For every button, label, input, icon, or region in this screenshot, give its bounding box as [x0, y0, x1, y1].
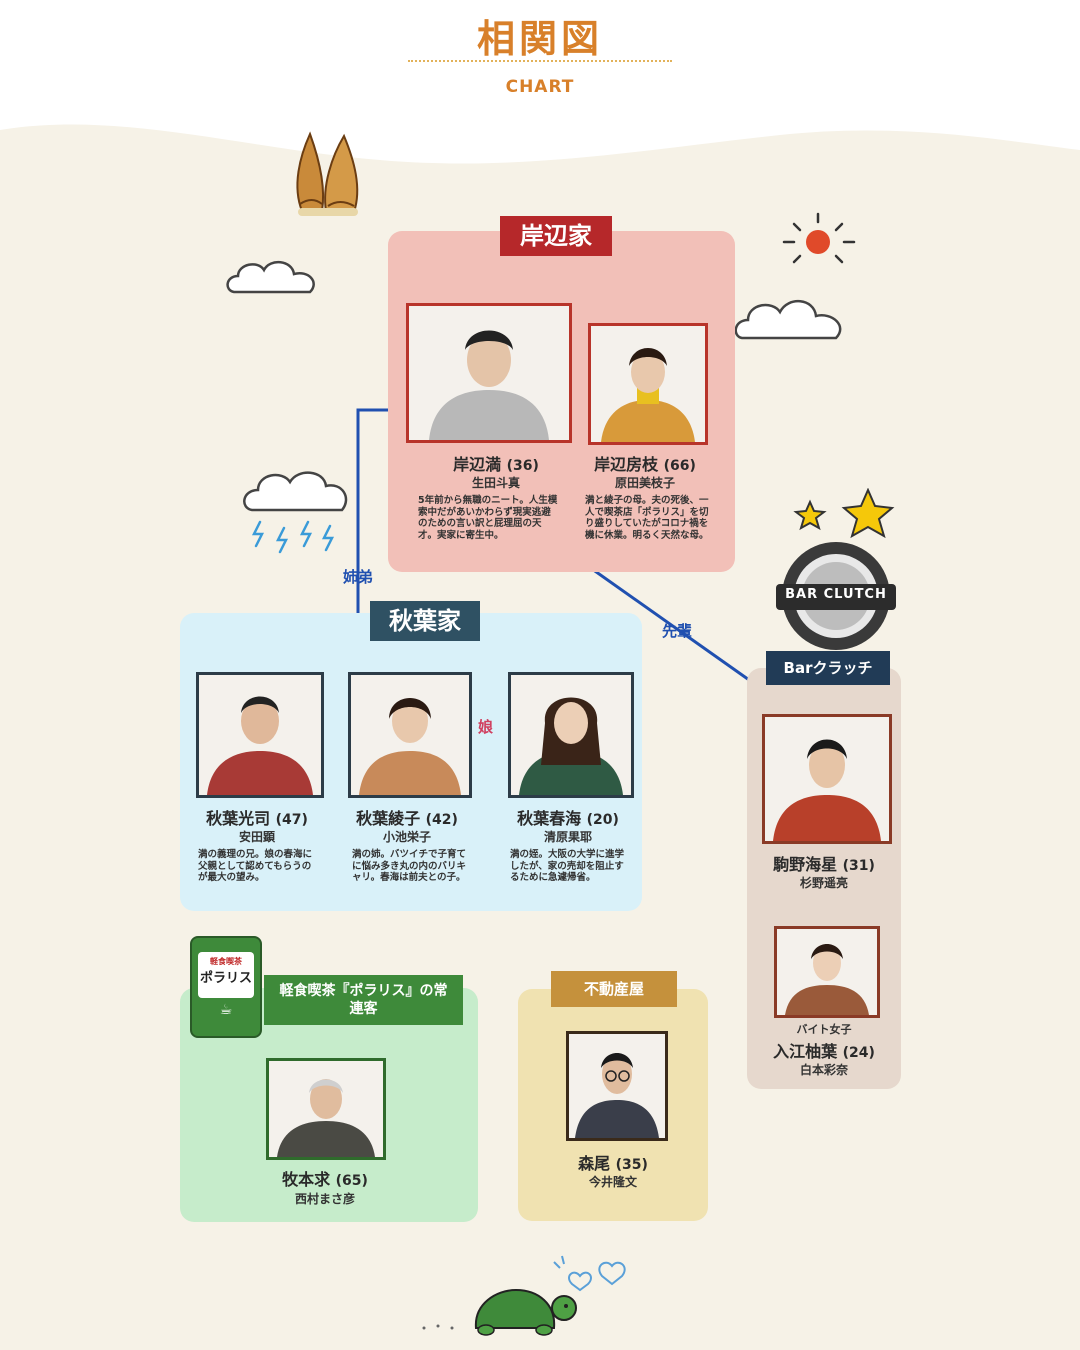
- fusae-photo: [588, 323, 708, 445]
- polaris-regulars-label: 軽食喫茶『ポラリス』の常連客: [264, 975, 463, 1025]
- ayako-photo: [348, 672, 472, 798]
- koji-age: (47): [275, 812, 308, 828]
- irie-actor: 白本彩奈: [799, 1063, 848, 1077]
- polaris-sign-main: ポラリス: [199, 971, 252, 986]
- mitsuru-name: 岸辺満 (36): [406, 451, 586, 475]
- morio-photo: [566, 1031, 668, 1141]
- makimoto-photo: [266, 1058, 386, 1160]
- harumi-description: 満の姪。大阪の大学に進学したが、家の売却を阻止するために急遽帰省。: [510, 849, 625, 883]
- makimoto-name: 牧本求 (65): [250, 1166, 400, 1190]
- mitsuru-age: (36): [506, 458, 539, 474]
- makimoto-age: (65): [335, 1173, 368, 1189]
- ayako-name: 秋葉綾子 (42): [337, 805, 477, 829]
- bamboo-shoot-icon: [296, 131, 359, 216]
- akiba-family-label: 秋葉家: [370, 601, 480, 641]
- koji-portrait-icon: [199, 675, 321, 795]
- polaris-regulars-label-text: 軽食喫茶『ポラリス』の常連客: [279, 983, 448, 1017]
- relation-daughter: 娘: [478, 718, 494, 736]
- ayako-description: 満の姉。バツイチで子育てに悩み多き丸の内のバリキャリ。春海は前夫との子。: [352, 849, 467, 883]
- rain-cloud-icon: [243, 471, 348, 554]
- page-title: 相関図: [476, 17, 603, 61]
- koji-name: 秋葉光司 (47): [186, 805, 328, 829]
- harumi-portrait-icon: [511, 675, 631, 795]
- irie-role: バイト女子: [796, 1023, 852, 1036]
- mitsuru-portrait-icon: [409, 306, 569, 440]
- sun-icon: [782, 212, 856, 264]
- ayako-actor: 小池栄子: [382, 830, 431, 844]
- bar-clutch-sign-text: BAR CLUTCH: [785, 587, 887, 602]
- mitsuru-photo: [406, 303, 572, 443]
- coffee-cup-icon: ☕: [219, 1002, 233, 1018]
- morio-actor: 今井隆文: [588, 1175, 637, 1189]
- koji-actor: 安田顕: [238, 830, 275, 844]
- makimoto-portrait-icon: [269, 1061, 383, 1157]
- stars-icon: [793, 488, 895, 539]
- irie-age: (24): [842, 1045, 875, 1061]
- irie-name: 入江柚葉 (24): [747, 1038, 901, 1062]
- morio-name: 森尾 (35): [538, 1150, 688, 1174]
- fusae-name: 岸辺房枝 (66): [575, 451, 715, 475]
- kishibe-family-label: 岸辺家: [500, 216, 612, 256]
- fusae-portrait-icon: [591, 326, 705, 442]
- koji-name-text: 秋葉光司: [206, 809, 271, 828]
- morio-name-text: 森尾: [578, 1154, 611, 1173]
- mitsuru-name-text: 岸辺満: [453, 455, 502, 474]
- polaris-sign-top: 軽食喫茶: [210, 957, 242, 966]
- makimoto-actor: 西村まさ彦: [294, 1192, 355, 1206]
- real-estate-label: 不動産屋: [551, 971, 677, 1007]
- komano-name: 駒野海星 (31): [747, 851, 901, 875]
- cloud-icon-right: [734, 300, 842, 340]
- koji-photo: [196, 672, 324, 798]
- harumi-name-text: 秋葉春海: [517, 809, 582, 828]
- komano-actor: 杉野遥亮: [799, 876, 848, 890]
- bar-clutch-label: Barクラッチ: [766, 651, 890, 685]
- harumi-actor: 清原果耶: [543, 830, 592, 844]
- fusae-name-text: 岸辺房枝: [594, 455, 659, 474]
- bar-clutch-sign: BAR CLUTCH: [774, 540, 898, 652]
- relation-senpai: 先輩: [662, 622, 693, 640]
- makimoto-name-text: 牧本求: [282, 1170, 331, 1189]
- mitsuru-description: 5年前から無職のニート。人生模索中だがあいかわらず現実逃避のための言い訳と屁理屈…: [418, 495, 558, 541]
- page-subtitle: CHART: [505, 77, 575, 97]
- polaris-sign: 軽食喫茶 ポラリス ☕: [190, 936, 262, 1038]
- komano-age: (31): [842, 858, 875, 874]
- irie-name-text: 入江柚葉: [773, 1042, 838, 1061]
- fusae-age: (66): [663, 458, 696, 474]
- komano-portrait-icon: [765, 717, 889, 841]
- mitsuru-actor: 生田斗真: [471, 476, 520, 490]
- irie-photo: [774, 926, 880, 1018]
- koji-description: 満の義理の兄。娘の春海に父親として認めてもらうのが最大の望み。: [198, 849, 313, 883]
- irie-portrait-icon: [777, 929, 877, 1015]
- cloud-icon: [226, 261, 315, 294]
- ayako-name-text: 秋葉綾子: [356, 809, 421, 828]
- harumi-age: (20): [586, 812, 619, 828]
- morio-portrait-icon: [569, 1034, 665, 1138]
- bar-clutch-badge-icon: [776, 542, 896, 650]
- title-divider: [408, 60, 672, 62]
- harumi-photo: [508, 672, 634, 798]
- turtle-icon: [422, 1255, 626, 1336]
- komano-photo: [762, 714, 892, 844]
- komano-name-text: 駒野海星: [773, 855, 838, 874]
- fusae-actor: 原田美枝子: [614, 476, 675, 490]
- fusae-description: 満と綾子の母。夫の死後、一人で喫茶店「ポラリス」を切り盛りしていたがコロナ禍を機…: [585, 495, 709, 541]
- harumi-name: 秋葉春海 (20): [498, 805, 638, 829]
- relation-siblings: 姉弟: [343, 568, 374, 586]
- morio-age: (35): [615, 1157, 648, 1173]
- ayako-age: (42): [425, 812, 458, 828]
- ayako-portrait-icon: [351, 675, 469, 795]
